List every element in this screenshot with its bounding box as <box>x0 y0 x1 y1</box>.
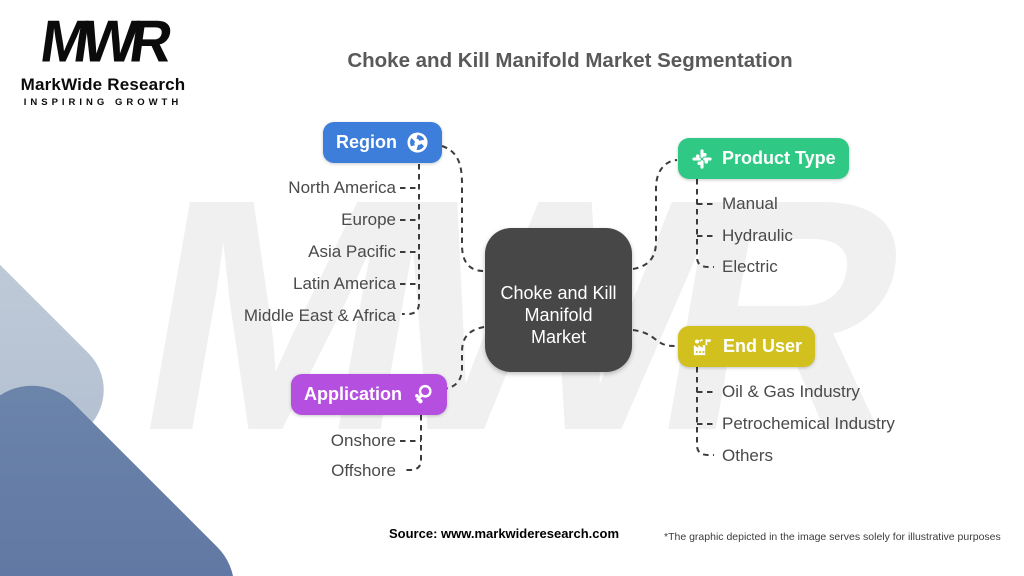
product-type-item: Hydraulic <box>722 226 793 245</box>
branch-node-end-user: End User <box>678 326 816 367</box>
logo-mark: MWR <box>36 8 170 75</box>
end-user-item: Petrochemical Industry <box>722 414 895 433</box>
source-text: Source: www.markwideresearch.com <box>389 526 620 541</box>
application-label: Application <box>304 384 402 404</box>
end-user-item: Others <box>722 446 774 465</box>
disclaimer-text: *The graphic depicted in the image serve… <box>664 531 1001 543</box>
branch-node-application: Application <box>291 374 447 415</box>
end-user-item: Oil & Gas Industry <box>722 382 860 401</box>
product-type-item: Electric <box>722 257 778 276</box>
connector-region-spine <box>402 164 420 315</box>
branch-node-product-type: Product Type <box>678 138 849 179</box>
region-item: Latin America <box>293 274 396 293</box>
connector-enduser-spine <box>696 367 714 456</box>
region-item: Europe <box>341 210 396 229</box>
connector-product-spine <box>696 179 714 268</box>
connector-center-product <box>632 159 678 270</box>
markwide-logo: MWR MarkWide Research INSPIRING GROWTH <box>20 8 186 108</box>
application-item: Onshore <box>330 431 396 450</box>
factory-icon <box>693 338 711 356</box>
product-type-item: Manual <box>722 194 778 213</box>
end-user-label: End User <box>723 336 803 356</box>
region-label: Region <box>336 132 397 152</box>
central-market-node: Choke and Kill Manifold Market <box>485 228 632 372</box>
region-item: North America <box>288 178 396 197</box>
region-item: Middle East & Africa <box>243 306 396 325</box>
magnifier-icon <box>415 384 432 404</box>
central-market-label: Choke and Kill Manifold Market <box>500 283 617 347</box>
application-item: Offshore <box>331 461 396 480</box>
region-item: Asia Pacific <box>308 242 396 261</box>
branch-node-region: Region <box>323 122 442 163</box>
connector-center-application <box>439 326 485 390</box>
connector-region-center <box>441 145 485 272</box>
logo-tagline: INSPIRING GROWTH <box>23 96 183 108</box>
page-title: Choke and Kill Manifold Market Segmentat… <box>347 49 793 72</box>
slack-icon <box>692 148 712 169</box>
product-type-label: Product Type <box>722 148 836 168</box>
connector-application-spine <box>404 415 422 471</box>
connector-center-enduser <box>632 329 678 347</box>
logo-company-name: MarkWide Research <box>20 74 186 94</box>
globe-icon <box>407 132 428 153</box>
